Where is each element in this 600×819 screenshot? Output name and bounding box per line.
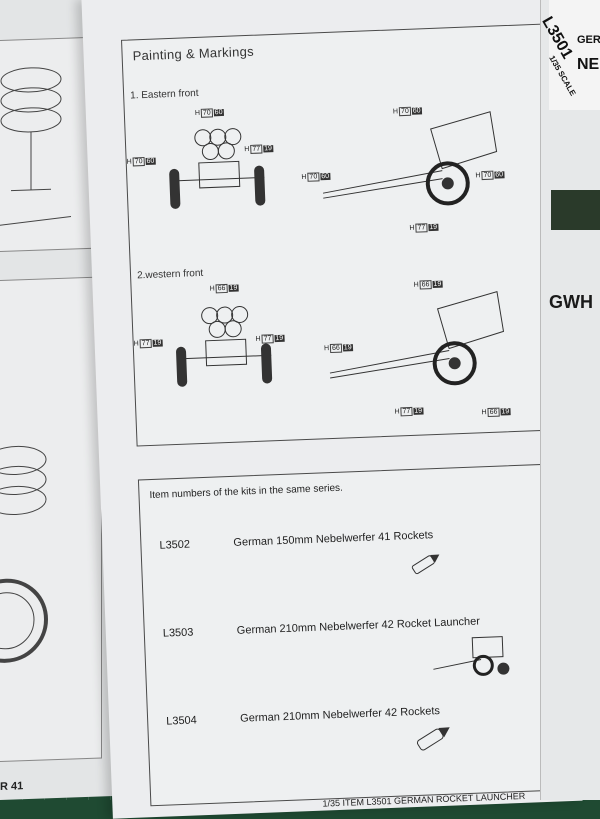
paint-code-secondary: 19 <box>413 407 424 415</box>
paint-code-h: H <box>133 340 139 348</box>
paint-code-primary: 70 <box>132 157 145 167</box>
kit-name: German 150mm Nebelwerfer 41 Rockets <box>233 529 434 549</box>
launcher-assembly-drawing <box>0 67 72 227</box>
kit-series-panel: Item numbers of the kits in the same ser… <box>137 463 573 807</box>
paint-code-h: H <box>194 109 201 118</box>
rocket-icon <box>416 727 450 751</box>
paint-code-secondary: 60 <box>320 172 331 181</box>
variant-1-side-view-drawing <box>322 111 498 206</box>
variant-1-label: 1. Eastern front <box>129 87 199 102</box>
paint-code-primary: 70 <box>481 170 494 181</box>
kit-code: L3504 <box>165 714 198 728</box>
left-page-assembly-box <box>0 36 102 253</box>
box-title-line-1: GER <box>577 34 600 46</box>
paint-code-h: H <box>475 172 481 180</box>
paint-code-primary: 70 <box>307 172 320 182</box>
paint-code-secondary: 60 <box>145 157 156 165</box>
rocket-launcher-icon <box>433 636 510 676</box>
paint-code-h: H <box>255 335 261 343</box>
brand-logo: GWH <box>549 292 593 312</box>
paint-code-h: H <box>481 409 487 417</box>
series-heading: Item numbers of the kits in the same ser… <box>149 482 344 502</box>
paint-code-h: H <box>392 108 399 116</box>
paint-code-primary: 66 <box>215 283 228 294</box>
kit-list-item: L3503 German 210mm Nebelwerfer 42 Rocket… <box>145 612 567 688</box>
left-page-number: R 41 <box>0 780 24 793</box>
variant-2-label: 2.western front <box>136 267 204 282</box>
paint-code-secondary: 19 <box>428 223 439 232</box>
rocket-tubes-wheel-drawing <box>0 445 48 663</box>
paint-code-h: H <box>409 224 415 232</box>
variant-1-front-view-drawing <box>169 128 266 209</box>
kit-list-item: L3504 German 210mm Nebelwerfer 42 Rocket… <box>148 700 570 776</box>
paint-code-h: H <box>126 158 132 166</box>
paint-code-secondary: 19 <box>342 344 353 352</box>
paint-code-primary: 66 <box>329 343 343 354</box>
paint-code-h: H <box>323 345 330 353</box>
paint-code-secondary: 60 <box>411 107 422 115</box>
paint-code-primary: 77 <box>250 144 263 154</box>
left-page: R 41 <box>0 0 141 800</box>
paint-code-primary: 70 <box>398 106 412 117</box>
paint-code-h: H <box>244 145 250 154</box>
box-art-header: L3501 1/35 SCALE GER NE <box>538 0 600 110</box>
paint-code-primary: 77 <box>261 334 274 344</box>
kit-list-item: L3502 German 150mm Nebelwerfer 41 Rocket… <box>141 524 563 600</box>
left-page-wheel-box <box>0 276 102 763</box>
paint-code-primary: 77 <box>139 338 152 349</box>
paint-code-primary: 66 <box>419 280 432 290</box>
paint-code-secondary: 19 <box>152 339 163 347</box>
rocket-icon <box>411 554 440 575</box>
variant-2-side-view-drawing <box>329 290 505 386</box>
right-page: L3501 1/35 SCALE GER NE GWH <box>538 0 600 800</box>
paint-code-secondary: 19 <box>228 284 239 292</box>
box-item-code: L3501 <box>538 14 576 62</box>
paint-code-h: H <box>413 281 419 289</box>
paint-code-h: H <box>301 173 307 182</box>
paint-code-secondary: 60 <box>213 108 224 117</box>
paint-code-secondary: 60 <box>494 171 505 179</box>
painting-markings-title: Painting & Markings <box>132 43 255 64</box>
paint-code-secondary: 19 <box>500 408 511 416</box>
paint-code-primary: 77 <box>415 223 428 233</box>
paint-code-secondary: 19 <box>263 145 274 153</box>
paint-code-secondary: 19 <box>432 280 443 289</box>
paint-code-primary: 66 <box>487 407 500 418</box>
variant-2-front-view-drawing <box>176 305 273 387</box>
box-art-illustration <box>551 190 600 230</box>
kit-code: L3502 <box>159 538 191 552</box>
paint-code-primary: 77 <box>400 406 413 417</box>
paint-code-primary: 70 <box>200 108 213 118</box>
paint-code-h: H <box>394 408 400 416</box>
paint-code-h: H <box>209 285 215 293</box>
paint-code-secondary: 19 <box>274 334 285 343</box>
box-title-line-2: NE <box>577 56 600 73</box>
kit-code: L3503 <box>162 626 194 640</box>
